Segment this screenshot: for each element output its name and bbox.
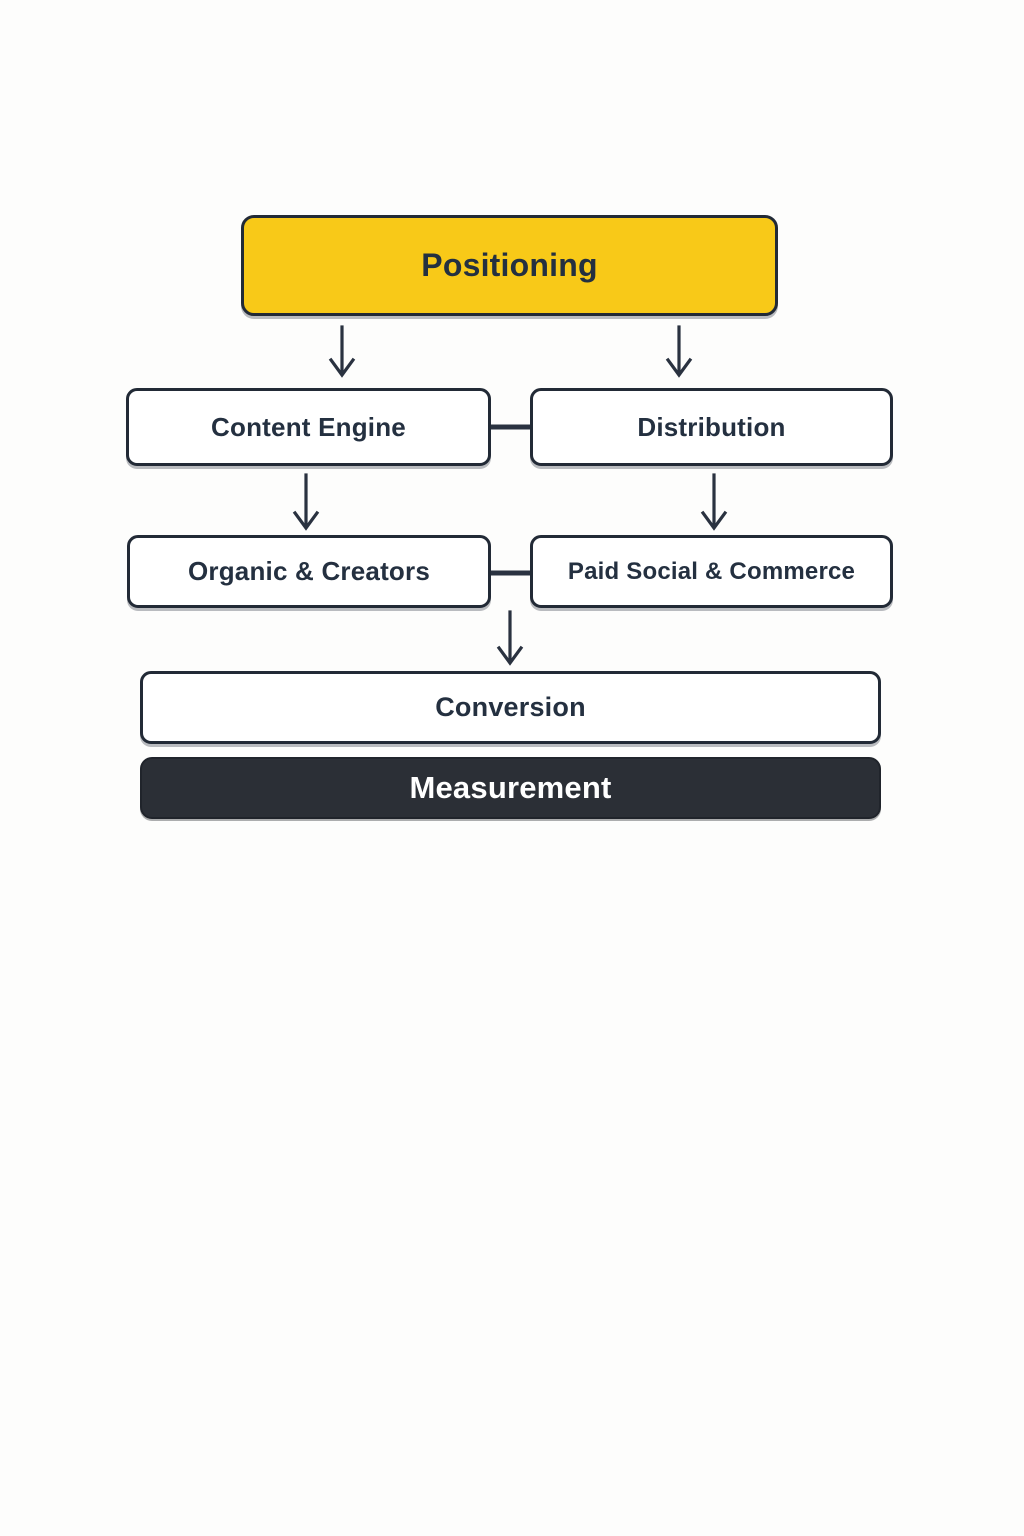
node-organic-creators-label: Organic & Creators	[187, 556, 430, 586]
node-conversion: Conversion	[140, 671, 881, 744]
node-measurement-label: Measurement	[409, 770, 612, 805]
node-measurement: Measurement	[140, 757, 881, 819]
arrow-distribution-to-paid-social	[700, 473, 728, 531]
node-positioning: Positioning	[241, 215, 778, 316]
node-content-engine: Content Engine	[126, 388, 491, 466]
node-content-engine-label: Content Engine	[211, 411, 406, 442]
arrow-content-engine-to-organic	[292, 473, 320, 531]
node-conversion-label: Conversion	[435, 692, 586, 722]
node-paid-social-commerce-label: Paid Social & Commerce	[567, 557, 856, 585]
arrow-positioning-to-distribution	[665, 325, 693, 378]
node-paid-social-commerce: Paid Social & Commerce	[530, 535, 893, 608]
node-distribution-label: Distribution	[637, 411, 786, 442]
node-positioning-label: Positioning	[421, 247, 598, 283]
node-distribution: Distribution	[530, 388, 893, 466]
arrow-to-conversion	[496, 610, 524, 666]
arrow-positioning-to-content-engine	[328, 325, 356, 378]
node-organic-creators: Organic & Creators	[127, 535, 491, 608]
